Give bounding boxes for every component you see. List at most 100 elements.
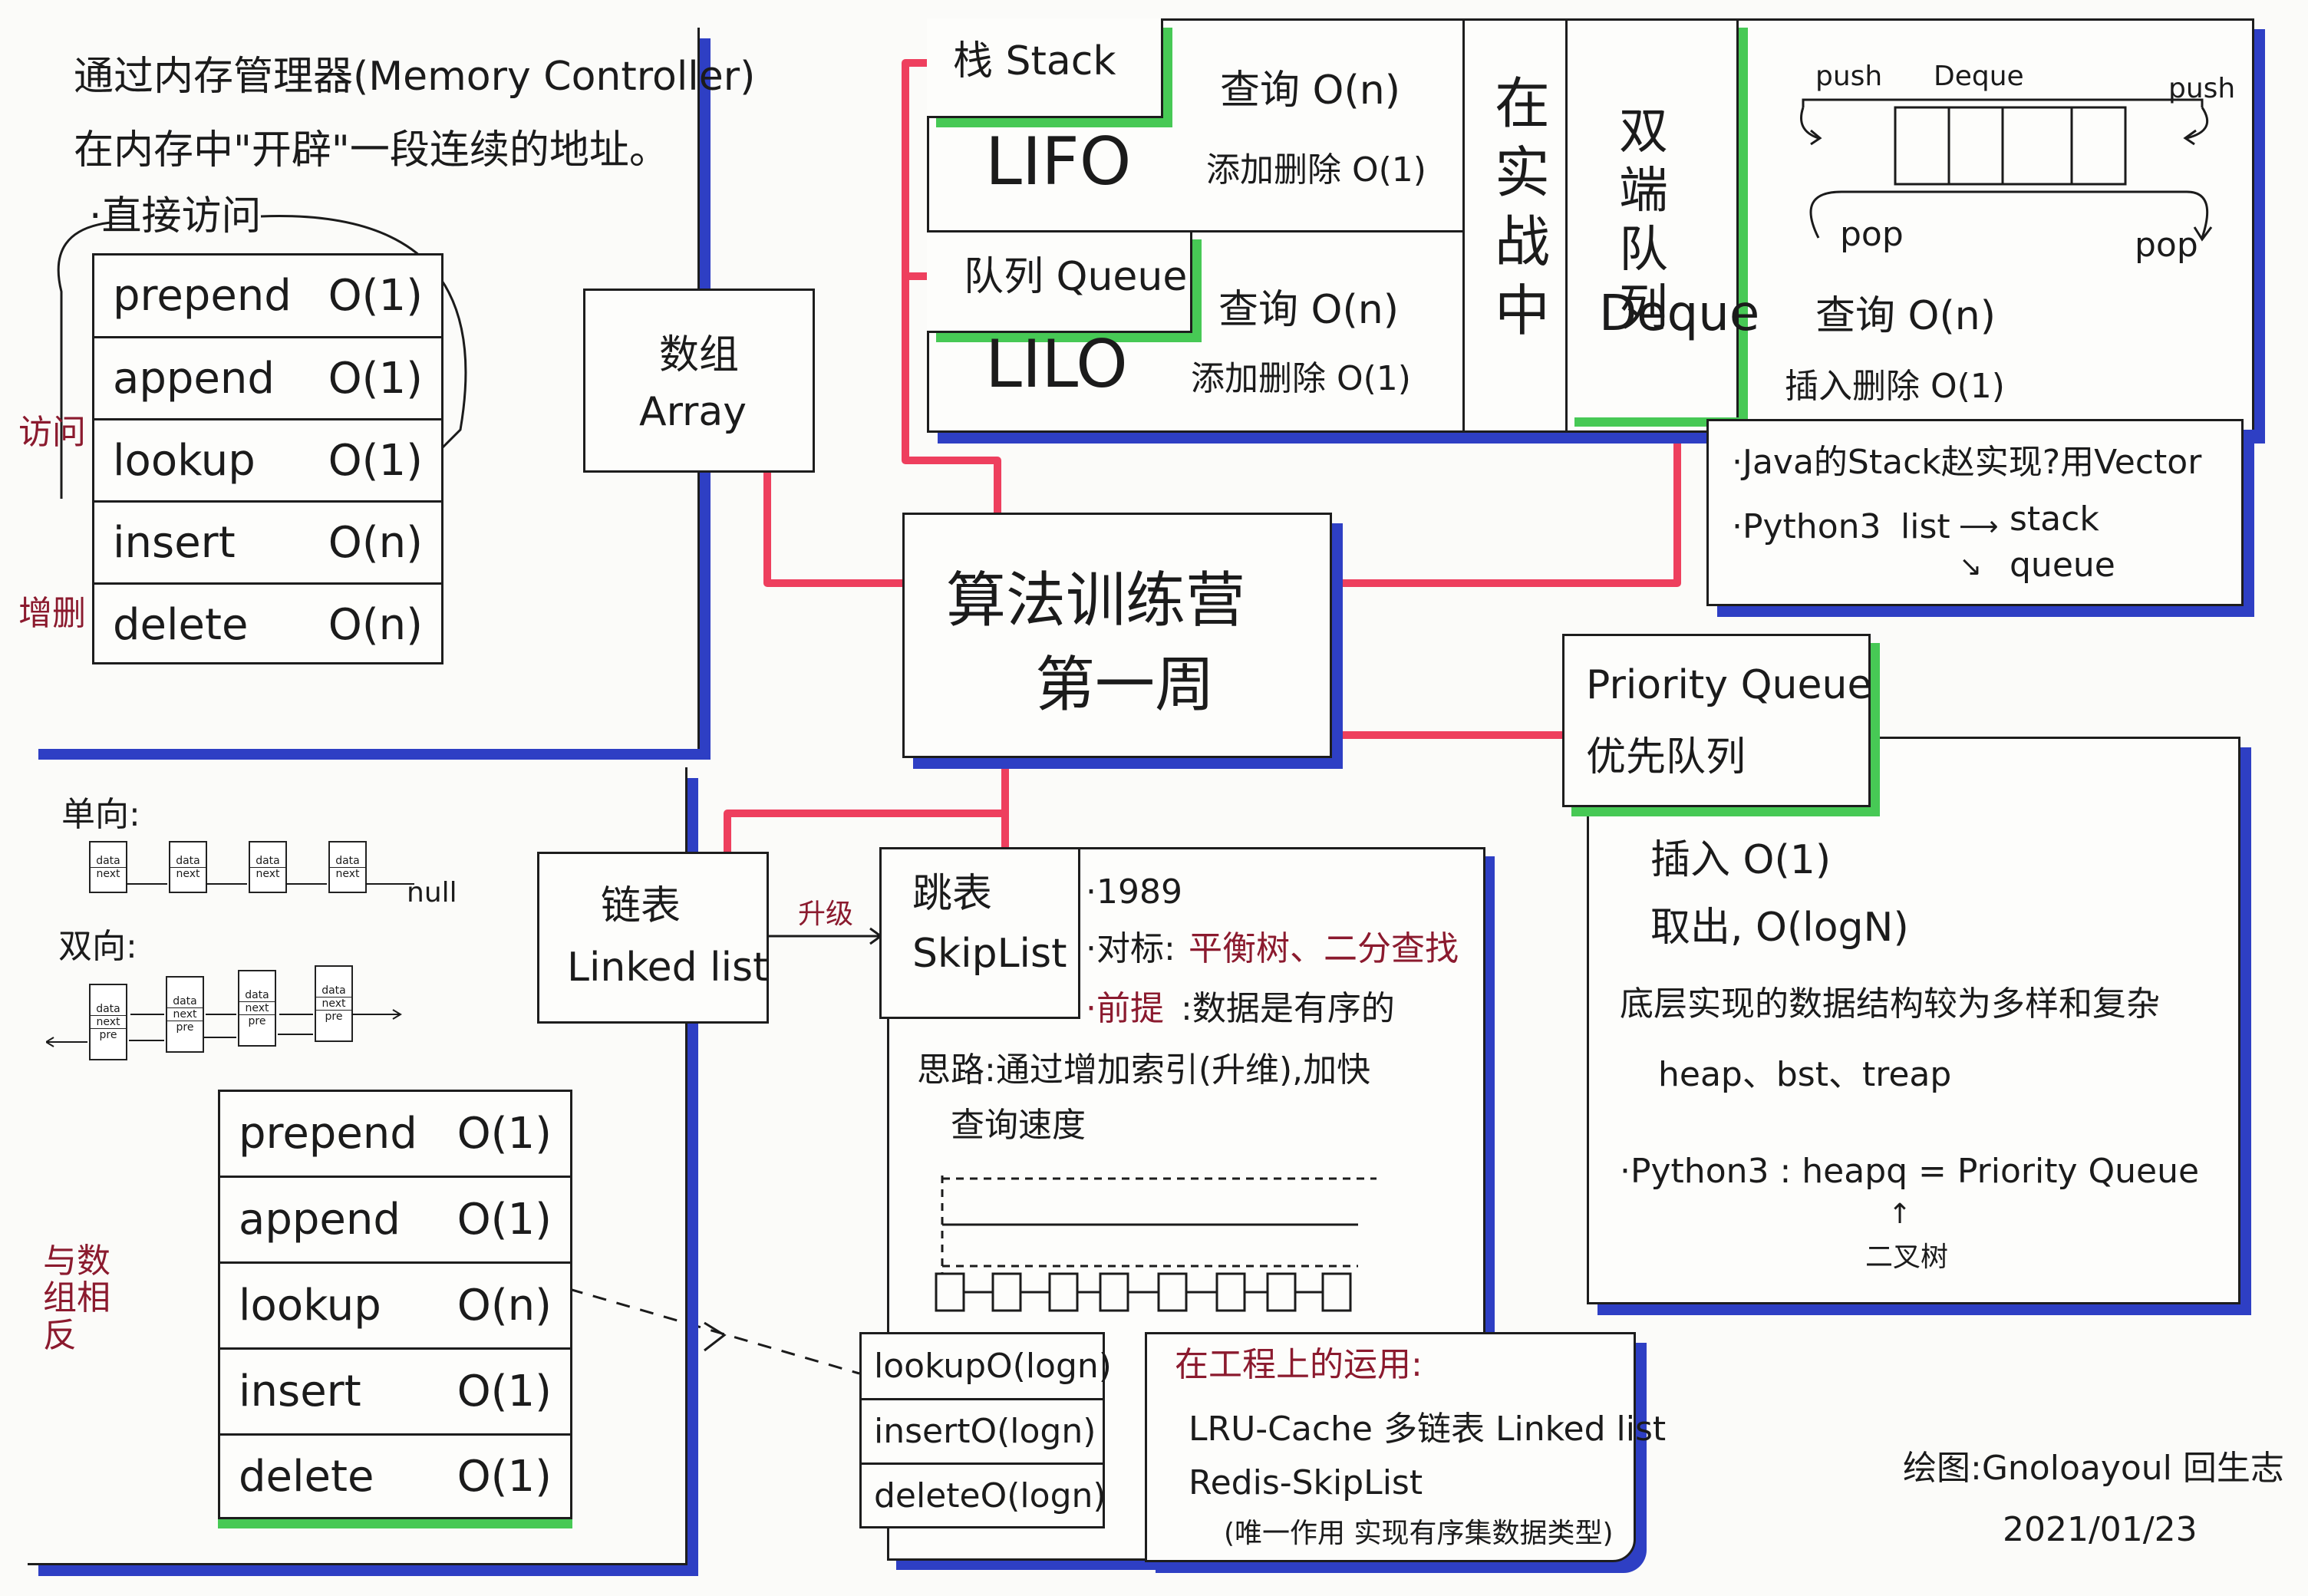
deque-push-left: push xyxy=(1815,61,1883,92)
stack-title: 栈 Stack xyxy=(953,38,1116,84)
ll-single-label: 单向: xyxy=(61,795,140,834)
signature-date: 2021/01/23 xyxy=(2003,1510,2198,1549)
deque-label: Deque xyxy=(1934,61,2024,92)
center-title-line1: 算法训练营 xyxy=(946,566,1246,635)
array-node: 数组 Array xyxy=(583,289,815,473)
skiplist-title-en: SkipList xyxy=(912,931,1067,977)
deque-lookup: 查询 O(n) xyxy=(1815,293,1996,339)
array-side-label-modify: 增删 xyxy=(18,594,86,633)
pq-impl: 底层实现的数据结构较为多样和复杂 xyxy=(1620,984,2160,1024)
engineering-line3: (唯一作用 实现有序集数据类型) xyxy=(1224,1518,1614,1549)
skiplist-node: 跳表 SkipList xyxy=(879,847,1080,1019)
notes-arrow-queue-icon: ↘ xyxy=(1959,551,1983,582)
skiplist-diagram xyxy=(935,1176,1377,1312)
engineering-title: 在工程上的运用: xyxy=(1175,1345,1423,1384)
linked-list-node: 链表 Linked list xyxy=(537,852,769,1024)
pq-annot: 二叉树 xyxy=(1865,1242,1949,1273)
pq-title-en: Priority Queue xyxy=(1586,662,1872,708)
ll-title-cn: 链表 xyxy=(601,883,681,929)
center-title-line2: 第一周 xyxy=(1035,651,1215,720)
pq-annot-arrow-icon: ↑ xyxy=(1888,1199,1912,1230)
deque-pop-left: pop xyxy=(1840,215,1904,254)
engineering-line2: Redis-SkipList xyxy=(1189,1463,1423,1502)
skiplist-pre-text: :数据是有序的 xyxy=(1181,989,1395,1028)
deque-diagram xyxy=(1800,98,2213,242)
lookup-compare-arrow xyxy=(569,1288,860,1375)
deque-push-right: push xyxy=(2168,73,2236,104)
practice-divider-right xyxy=(1565,18,1568,433)
array-title-en: Array xyxy=(639,389,747,435)
link-center-array xyxy=(763,457,909,587)
ll-title-en: Linked list xyxy=(567,945,769,991)
queue-title-box: 队列 Queue xyxy=(927,230,1192,333)
notes-python-prefix: ·Python3 xyxy=(1732,507,1881,546)
array-desc-line2: 在内存中"开辟"一段连续的地址。 xyxy=(74,127,669,173)
queue-mode: LILO xyxy=(985,326,1128,403)
skiplist-idea1: 思路:通过增加索引(升维),加快 xyxy=(917,1050,1371,1090)
ll-null: null xyxy=(407,877,457,908)
skiplist-vs-text: 平衡树、二分查找 xyxy=(1189,929,1459,968)
engineering-line1: LRU-Cache 多链表 Linked list xyxy=(1189,1410,1667,1449)
pq-take: 取出, O(logN) xyxy=(1650,905,1909,951)
ll-single-arrows xyxy=(126,883,414,885)
notes-python-list: list xyxy=(1901,507,1950,546)
stack-title-box: 栈 Stack xyxy=(927,18,1163,118)
array-title-cn: 数组 xyxy=(659,332,740,378)
practice-label: 在实战中 xyxy=(1495,71,1551,343)
deque-title-box: 双端队列 Deque xyxy=(1565,18,1759,417)
notes-queue: queue xyxy=(2010,546,2115,585)
array-panel: 通过内存管理器(Memory Controller) 在内存中"开辟"一段连续的… xyxy=(18,28,755,749)
stack-queue-divider xyxy=(927,230,1464,232)
skiplist-idea2: 查询速度 xyxy=(951,1106,1086,1145)
array-access-bracket xyxy=(57,221,111,499)
link-center-deque xyxy=(1324,401,1681,587)
signature-author: 绘图:Gnoloayoul 回生志 xyxy=(1903,1449,2284,1488)
deque-pop-right: pop xyxy=(2135,226,2198,265)
stack-lookup: 查询 O(n) xyxy=(1220,68,1400,114)
queue-addremove: 添加删除 O(1) xyxy=(1191,359,1411,398)
center-title-box: 算法训练营 第一周 xyxy=(902,513,1332,758)
stack-impl-notes: ·Java的Stack赵实现?用Vector ·Python3 list ⟶ s… xyxy=(1706,419,2244,606)
array-bullet-direct-access: ·直接访问 xyxy=(89,193,262,239)
stack-addremove: 添加删除 O(1) xyxy=(1206,150,1426,190)
array-desc-line1: 通过内存管理器(Memory Controller) xyxy=(74,54,756,100)
skiplist-pre-prefix: ·前提 xyxy=(1086,989,1164,1028)
notes-stack: stack xyxy=(2010,500,2099,539)
ll-compare-label: 与数组相反 xyxy=(43,1242,110,1355)
pq-python: ·Python3 : heapq = Priority Queue xyxy=(1620,1152,2200,1191)
pq-title-cn: 优先队列 xyxy=(1586,734,1746,780)
notes-java: ·Java的Stack赵实现?用Vector xyxy=(1732,443,2202,482)
queue-title: 队列 Queue xyxy=(964,254,1188,300)
linked-list-panel: 单向: 双向: 与数组相反 xyxy=(28,767,687,1565)
pq-title-box: Priority Queue 优先队列 xyxy=(1562,634,1871,807)
ll-double-arrows xyxy=(46,1009,402,1047)
deque-addremove: 插入删除 O(1) xyxy=(1785,367,2005,406)
deque-title-en: Deque xyxy=(1599,285,1760,342)
array-side-label-access: 访问 xyxy=(18,413,86,452)
link-center-stack xyxy=(902,59,1001,541)
engineering-uses-box: 在工程上的运用: LRU-Cache 多链表 Linked list Redis… xyxy=(1145,1332,1666,1562)
skiplist-vs-prefix: ·对标: xyxy=(1086,929,1175,968)
practice-divider-left xyxy=(1462,18,1465,433)
